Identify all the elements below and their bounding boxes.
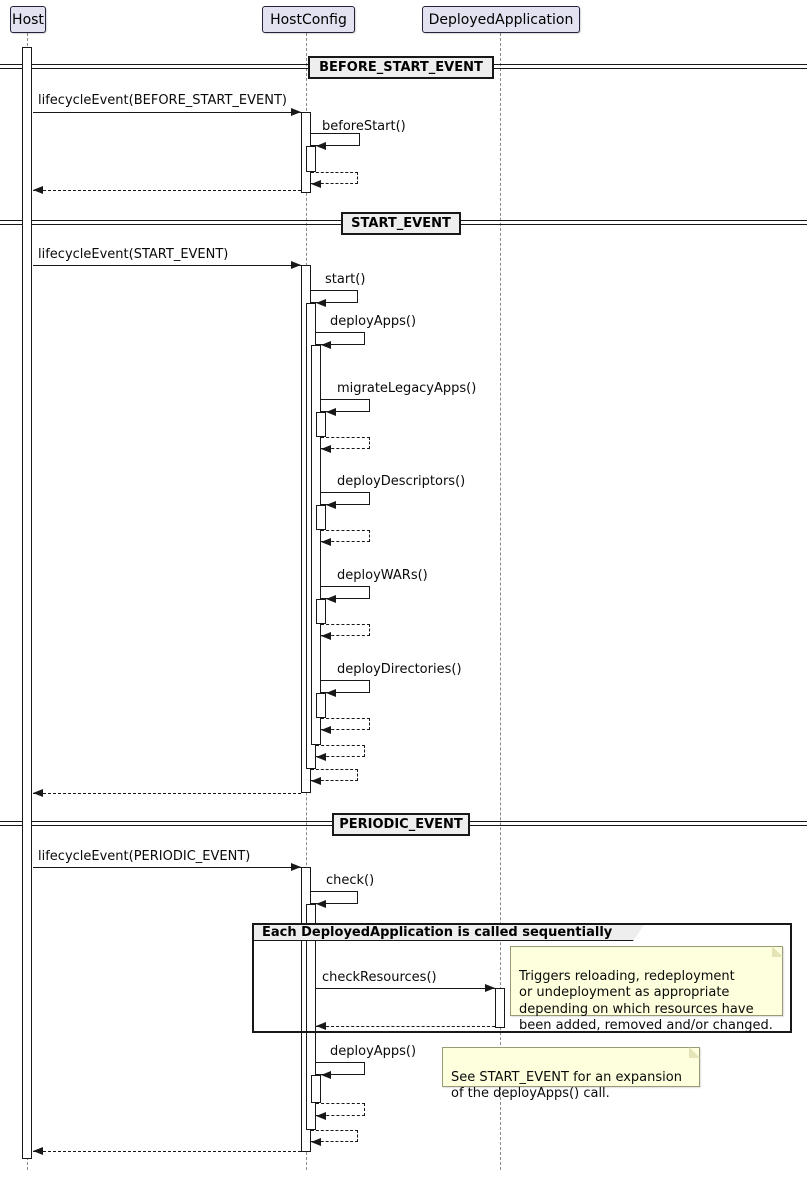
activation-bar (316, 693, 326, 718)
divider-label: PERIODIC_EVENT (339, 817, 463, 832)
arrowhead (321, 1071, 331, 1079)
message-label: lifecycleEvent(BEFORE_START_EVENT) (38, 93, 287, 108)
arrowhead (291, 261, 301, 269)
lifeline-deployedapplication (500, 33, 501, 1170)
message-arrow (33, 265, 301, 266)
note-text: Triggers reloading, redeployment or unde… (519, 968, 773, 1034)
activation-bar (311, 345, 321, 745)
group-header: Each DeployedApplication is called seque… (254, 925, 644, 941)
participant-deployedapplication: DeployedApplication (422, 6, 580, 33)
self-return (311, 1130, 358, 1142)
arrowhead (321, 341, 331, 349)
self-return (321, 437, 370, 449)
arrowhead (33, 1147, 43, 1155)
arrowhead (326, 501, 336, 509)
return-arrow (33, 190, 301, 191)
self-return (311, 172, 358, 184)
group-label: Each DeployedApplication is called seque… (262, 925, 613, 940)
divider-before-start-event: BEFORE_START_EVENT (308, 56, 494, 79)
self-call (311, 891, 358, 904)
self-return (316, 745, 365, 757)
message-label: check() (326, 873, 375, 888)
self-call (321, 492, 370, 505)
self-return (321, 624, 370, 636)
self-return (311, 769, 358, 781)
participant-label: HostConfig (270, 11, 347, 28)
self-call (321, 586, 370, 599)
return-arrow (33, 793, 301, 794)
note-fold-icon (689, 1047, 700, 1058)
divider-label: BEFORE_START_EVENT (319, 60, 483, 75)
divider-periodic-event: PERIODIC_EVENT (332, 813, 470, 836)
self-call (321, 680, 370, 693)
activation-bar (311, 1075, 321, 1103)
message-arrow (33, 867, 301, 868)
message-label: deployWARs() (337, 568, 428, 583)
arrowhead (316, 1112, 326, 1120)
arrowhead (321, 445, 331, 453)
note-deploy-apps: See START_EVENT for an expansion of the … (442, 1047, 700, 1101)
activation-bar (316, 412, 326, 437)
participant-host: Host (10, 6, 46, 33)
self-return (321, 718, 370, 730)
participant-label: Host (12, 11, 44, 28)
participant-hostconfig: HostConfig (262, 6, 355, 33)
arrowhead (316, 142, 326, 150)
arrowhead (311, 180, 321, 188)
message-arrow (316, 988, 495, 989)
note-fold-icon (772, 946, 783, 957)
activation-bar-deployedapplication (495, 988, 505, 1028)
arrowhead (321, 632, 331, 640)
arrowhead (291, 108, 301, 116)
self-call (321, 399, 370, 412)
message-arrow (33, 112, 301, 113)
arrowhead (291, 863, 301, 871)
message-label: lifecycleEvent(PERIODIC_EVENT) (38, 849, 251, 864)
return-arrow (316, 1026, 495, 1027)
arrowhead (33, 789, 43, 797)
arrowhead (316, 1022, 326, 1030)
note-text: See START_EVENT for an expansion of the … (451, 1069, 682, 1102)
arrowhead (326, 408, 336, 416)
activation-bar (316, 505, 326, 530)
group-frame (252, 923, 792, 1033)
arrowhead (321, 726, 331, 734)
divider-start-event: START_EVENT (341, 212, 461, 235)
arrowhead (316, 900, 326, 908)
message-label: start() (325, 272, 366, 287)
arrowhead (311, 1138, 321, 1146)
arrowhead (316, 753, 326, 761)
divider-label: START_EVENT (351, 216, 451, 231)
message-label: beforeStart() (322, 119, 406, 134)
participant-label: DeployedApplication (428, 11, 574, 28)
activation-bar (306, 146, 316, 172)
return-arrow (33, 1151, 301, 1152)
arrowhead (321, 538, 331, 546)
note-check-resources: Triggers reloading, redeployment or unde… (510, 946, 783, 1033)
activation-bar-host (22, 47, 32, 1159)
message-label: deployDescriptors() (337, 474, 466, 489)
activation-bar (306, 904, 316, 1130)
self-call (311, 290, 358, 303)
message-label: lifecycleEvent(START_EVENT) (38, 247, 229, 262)
arrowhead (33, 186, 43, 194)
self-return (321, 530, 370, 542)
arrowhead (326, 689, 336, 697)
message-label: deployApps() (330, 1044, 417, 1059)
activation-bar (316, 599, 326, 624)
message-label: deployApps() (330, 314, 417, 329)
self-call (311, 133, 360, 146)
self-call (316, 332, 365, 345)
arrowhead (326, 595, 336, 603)
arrowhead (316, 299, 326, 307)
message-label: checkResources() (322, 970, 437, 985)
self-call (316, 1062, 365, 1075)
message-label: deployDirectories() (337, 662, 462, 677)
message-label: migrateLegacyApps() (337, 381, 477, 396)
arrowhead (311, 777, 321, 785)
arrowhead (485, 984, 495, 992)
self-return (316, 1103, 365, 1116)
